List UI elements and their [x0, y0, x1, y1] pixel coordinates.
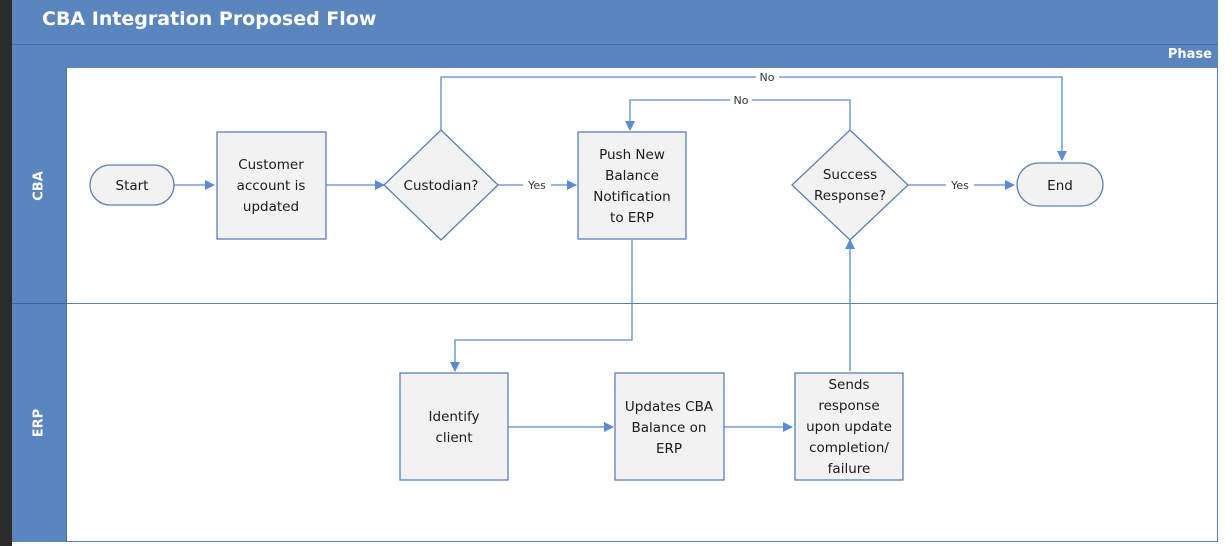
left-dark-strip — [0, 0, 12, 546]
customer-label-line2: account is — [237, 178, 306, 194]
edge-label-yes-success: Yes — [950, 179, 969, 192]
edge-push-identify — [450, 240, 633, 372]
push-label-line2: Balance — [605, 168, 659, 184]
edge-success-no-push-arrow — [625, 99, 730, 131]
success-decision: Success Response? — [791, 129, 909, 241]
lane-divider — [67, 303, 1218, 304]
sends-label-line3: upon update — [806, 419, 892, 435]
edge-success-no-push — [752, 99, 851, 130]
identify-client-process: Identify client — [399, 372, 509, 481]
sends-label-line5: failure — [828, 461, 871, 477]
push-notification-process: Push New Balance Notification to ERP — [577, 131, 687, 240]
edge-custodian-no-end-arrow — [779, 76, 1067, 161]
updates-cba-balance-process: Updates CBA Balance on ERP — [614, 372, 725, 481]
end-terminator: End — [1016, 162, 1104, 207]
customer-label-line1: Customer — [238, 157, 304, 173]
title-bar: CBA Integration Proposed Flow — [12, 0, 1218, 44]
sends-label-line4: completion/ — [809, 440, 889, 456]
updates-label-line1: Updates CBA — [625, 399, 714, 415]
push-label-line1: Push New — [599, 147, 665, 163]
success-label-line2: Response? — [814, 188, 886, 204]
lane-header-erp: ERP — [12, 304, 67, 542]
sends-label-line2: response — [818, 398, 879, 414]
lane-header-cba: CBA — [12, 68, 67, 304]
custodian-label: Custodian? — [404, 178, 479, 194]
success-label-line1: Success — [823, 167, 877, 183]
diagram-title: CBA Integration Proposed Flow — [42, 8, 377, 30]
identify-label-line2: client — [435, 430, 472, 446]
custodian-decision: Custodian? — [383, 129, 499, 241]
phase-label: Phase — [1167, 47, 1212, 62]
end-label: End — [1047, 178, 1073, 194]
start-label: Start — [116, 178, 149, 194]
edge-label-no-custodian: No — [760, 71, 775, 84]
identify-label-line1: Identify — [429, 409, 480, 425]
updates-label-line3: ERP — [656, 441, 682, 457]
phase-bar: Phase — [12, 44, 1218, 68]
edge-custodian-no-end — [440, 76, 756, 130]
start-terminator: Start — [89, 164, 175, 206]
customer-account-process: Customer account is updated — [216, 131, 327, 240]
push-label-line3: Notification — [593, 189, 670, 205]
updates-label-line2: Balance on — [632, 420, 707, 436]
edge-label-no-success: No — [734, 94, 749, 107]
edge-label-yes-custodian: Yes — [527, 179, 546, 192]
sends-label-line1: Sends — [828, 377, 869, 393]
push-label-line4: to ERP — [610, 210, 654, 226]
customer-label-line3: updated — [243, 199, 299, 215]
sends-response-process: Sends response upon update completion/ f… — [794, 372, 904, 481]
